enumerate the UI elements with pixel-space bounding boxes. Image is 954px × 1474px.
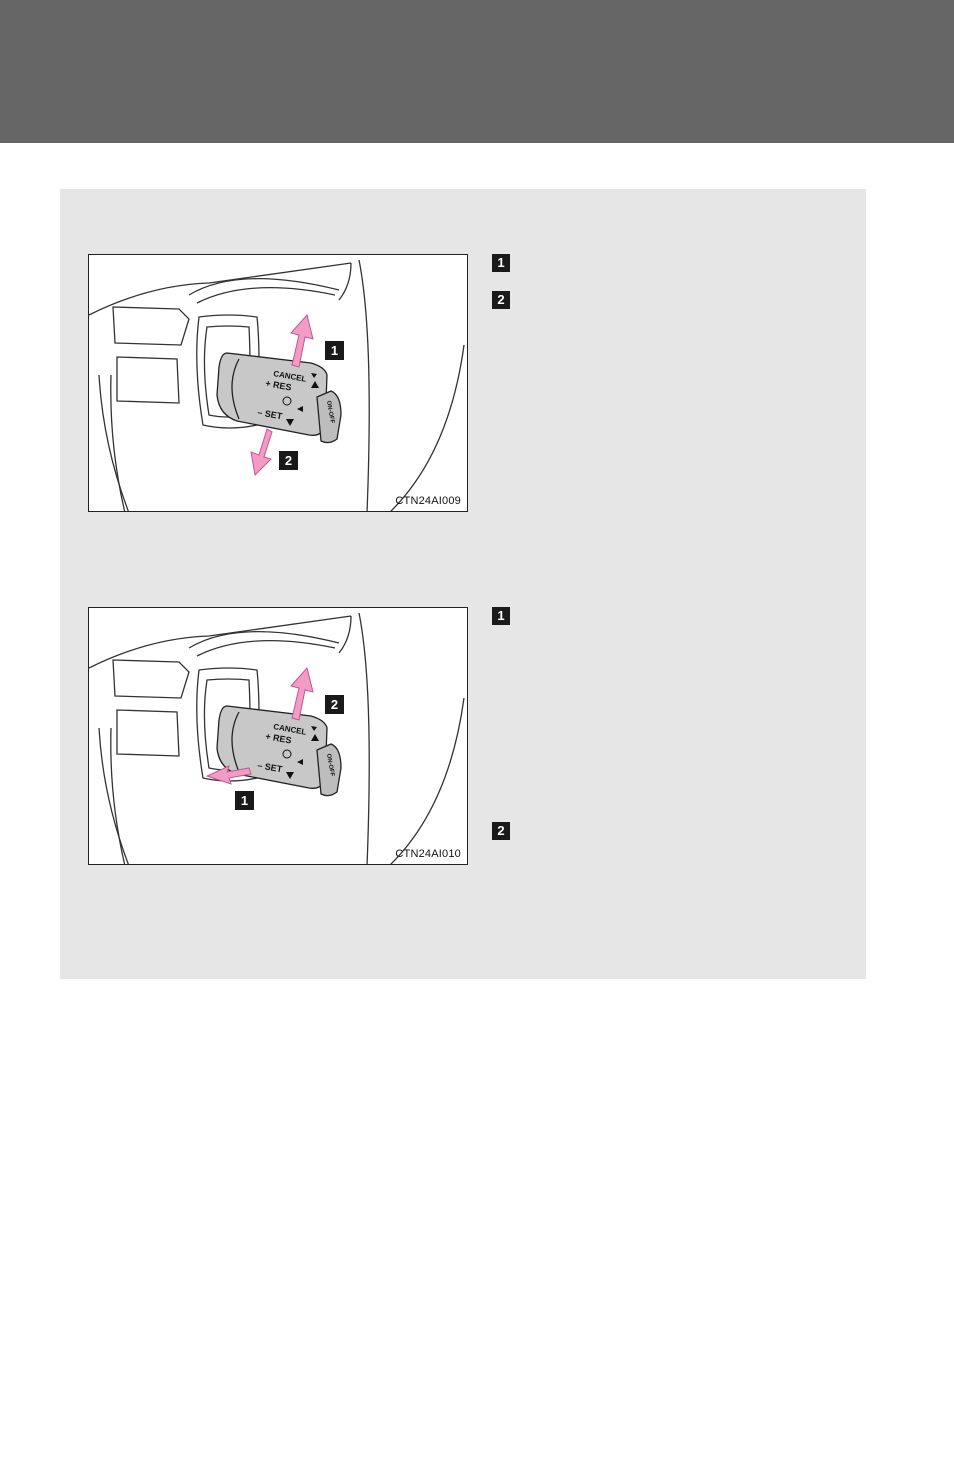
callout-badge-1: 1 <box>235 791 254 810</box>
arrow-up-icon <box>290 313 314 368</box>
figure-code: CTN24AI009 <box>395 495 461 507</box>
header-band <box>0 0 954 143</box>
callout-badge-2: 2 <box>279 451 298 470</box>
indicator-triangle-icon <box>297 406 303 412</box>
arrow-pull-icon <box>205 765 252 785</box>
res-triangle-icon <box>311 734 319 741</box>
illustration-lever-pull-push: CANCEL + RES – SET ON-OFF 2 1 CTN24AI010 <box>88 607 468 865</box>
arrow-down-icon <box>250 428 273 477</box>
callout-badge-2: 2 <box>325 695 344 714</box>
cruise-icon <box>282 396 292 406</box>
step-badge-1: 1 <box>492 607 510 625</box>
cancel-triangle-icon <box>311 373 317 378</box>
onoff-label: ON-OFF <box>325 400 335 424</box>
step-badge-1: 1 <box>492 254 510 272</box>
onoff-label: ON-OFF <box>325 753 335 777</box>
step-badge-2: 2 <box>492 822 510 840</box>
res-triangle-icon <box>311 381 319 388</box>
lever-illustration-2: CANCEL + RES – SET ON-OFF 2 1 <box>89 612 465 864</box>
illustration-lever-up-down: CANCEL + RES – SET ON-OFF 1 2 CTN24AI009 <box>88 254 468 512</box>
cruise-icon <box>282 749 292 759</box>
set-label: – SET <box>257 760 284 774</box>
svg-text:2: 2 <box>285 453 292 468</box>
cancel-triangle-icon <box>311 726 317 731</box>
set-triangle-icon <box>286 772 294 779</box>
figure-code: CTN24AI010 <box>395 848 461 860</box>
svg-text:1: 1 <box>331 343 338 358</box>
indicator-triangle-icon <box>297 759 303 765</box>
step-badge-2: 2 <box>492 291 510 309</box>
svg-text:1: 1 <box>241 793 248 808</box>
svg-text:2: 2 <box>331 697 338 712</box>
res-label: + RES <box>265 378 293 392</box>
set-triangle-icon <box>286 419 294 426</box>
callout-badge-1: 1 <box>325 341 344 360</box>
set-label: – SET <box>257 407 284 421</box>
res-label: + RES <box>265 731 293 745</box>
lever-illustration-1: CANCEL + RES – SET ON-OFF 1 2 <box>89 259 465 511</box>
arrow-up-icon <box>290 666 314 721</box>
